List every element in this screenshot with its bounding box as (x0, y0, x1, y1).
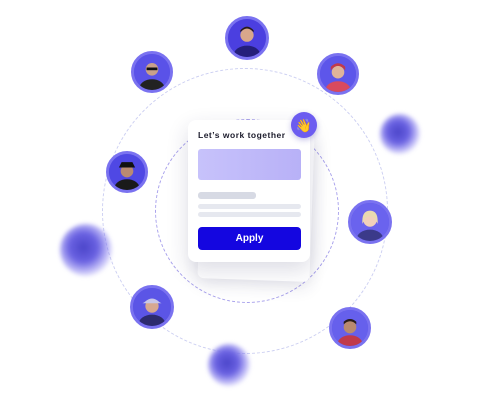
avatar (317, 53, 359, 95)
text-placeholder-line (198, 192, 256, 199)
blurred-avatar-bottom (208, 344, 250, 386)
blurred-avatar-right (380, 114, 420, 154)
card-banner-image (198, 149, 301, 180)
blurred-avatar-left (60, 224, 112, 276)
text-placeholder-line (198, 204, 301, 209)
apply-button[interactable]: Apply (198, 227, 301, 250)
card-title: Let’s work together (198, 130, 286, 140)
inner-orbit (155, 119, 339, 303)
wave-hand-icon: 👋 (291, 112, 317, 138)
avatar (130, 285, 174, 329)
avatar (131, 51, 173, 93)
avatar (329, 307, 371, 349)
avatar (106, 151, 148, 193)
avatar (348, 200, 392, 244)
job-card: Let’s work together Apply (188, 120, 310, 262)
text-placeholder-line (198, 212, 301, 217)
avatar (225, 16, 269, 60)
